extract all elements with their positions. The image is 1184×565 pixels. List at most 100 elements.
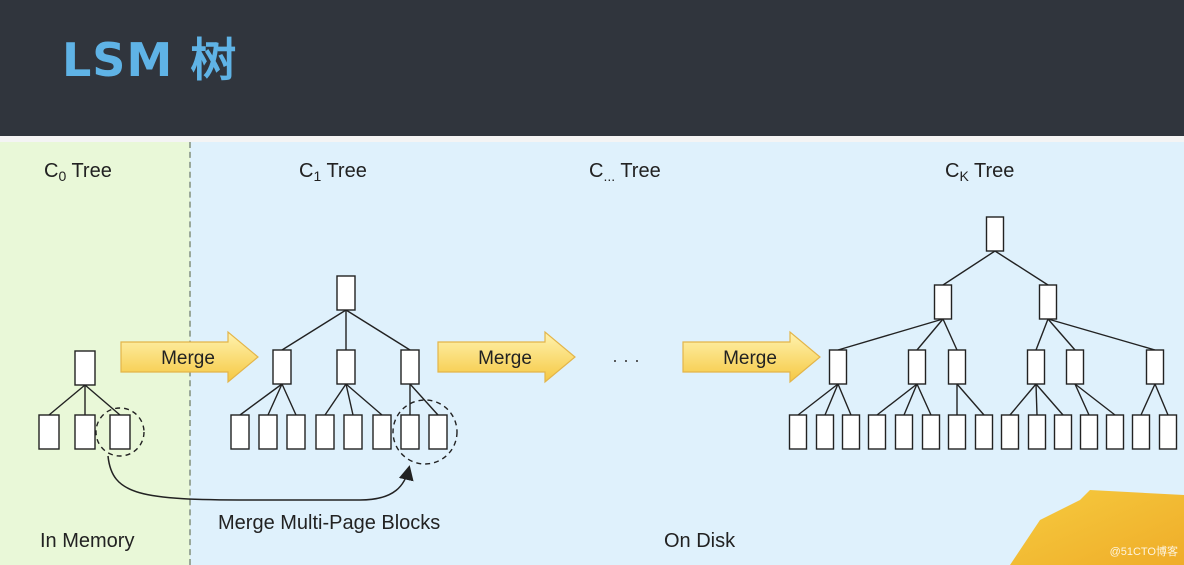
ck-edge	[1009, 383, 1037, 416]
ck-edge	[916, 383, 932, 416]
ck-internal-node	[933, 284, 953, 320]
ck-edge	[903, 383, 918, 416]
ck-tree-label: CK Tree	[945, 160, 1014, 184]
ck-edge	[942, 318, 958, 351]
on-disk-label: On Disk	[664, 530, 736, 552]
merge-blocks-label: Merge Multi-Page Blocks	[218, 512, 441, 534]
merge-arrow-3: Merge	[682, 330, 821, 384]
c0-label-main: C	[44, 160, 59, 182]
c1-edge	[345, 383, 354, 416]
c1-label-main: C	[299, 160, 314, 182]
ck-edge	[1140, 383, 1156, 416]
ck-edge	[956, 383, 985, 416]
c1-internal-node	[336, 349, 356, 385]
ck-root-node	[985, 216, 1005, 252]
ck-edge	[1047, 318, 1156, 351]
cdots-label-tail: Tree	[615, 160, 661, 182]
c1-leaf-node	[343, 414, 363, 450]
merge-arrow-3-label: Merge	[723, 348, 777, 369]
ck-edge	[1074, 383, 1090, 416]
c1-edge	[345, 309, 411, 351]
ck-leaf-node	[1079, 414, 1099, 450]
merge-arrow-2: Merge	[437, 330, 576, 384]
merge-arrow-1: Merge	[120, 330, 259, 384]
c1-leaf-node	[230, 414, 250, 450]
c1-edge	[281, 383, 297, 416]
ck-leaf-node	[947, 414, 967, 450]
ck-leaf-node	[974, 414, 994, 450]
ck-internal-node	[1065, 349, 1085, 385]
c0-tree	[38, 350, 131, 450]
c1-leaf-node	[286, 414, 306, 450]
corner-decoration	[1010, 490, 1184, 565]
ck-edge	[1035, 383, 1038, 416]
merge-arrow-1-label: Merge	[161, 348, 215, 369]
c0-leaf-node	[109, 414, 131, 450]
merge-arrow-2-label: Merge	[478, 348, 532, 369]
c1-internal-node	[272, 349, 292, 385]
merge-blocks-path	[107, 455, 414, 501]
c0-block-highlight	[95, 407, 145, 457]
ck-edge	[1154, 383, 1169, 416]
ck-leaf-node	[921, 414, 941, 450]
ck-leaf-node	[1131, 414, 1151, 450]
ck-leaf-node	[788, 414, 808, 450]
ck-internal-node	[1026, 349, 1046, 385]
ck-edge	[994, 250, 1049, 286]
c1-root-node	[336, 275, 356, 311]
c1-edge	[281, 309, 347, 351]
ck-internal-node	[1038, 284, 1058, 320]
ck-tree	[788, 216, 1178, 450]
ck-edge	[1035, 383, 1064, 416]
c1-leaf-node	[258, 414, 278, 450]
ck-leaf-node	[1105, 414, 1125, 450]
ck-edge	[837, 318, 944, 351]
ck-edge	[1047, 318, 1076, 351]
ck-edge	[876, 383, 918, 416]
c1-edge	[345, 383, 383, 416]
ck-edge	[916, 318, 944, 351]
cdots-tree-label: C... Tree	[589, 160, 661, 184]
c0-leaf-node	[38, 414, 60, 450]
ck-internal-node	[1145, 349, 1165, 385]
ck-edge	[942, 250, 996, 286]
ck-label-main: C	[945, 160, 960, 182]
ck-edge	[1035, 318, 1049, 351]
ck-leaf-node	[841, 414, 861, 450]
c0-label-sub: 0	[58, 168, 67, 184]
header-bar: LSM 树	[0, 0, 1184, 136]
c1-leaf-node	[400, 414, 420, 450]
c0-leaf-node	[74, 414, 96, 450]
c1-tree	[230, 275, 448, 450]
c1-label-tail: Tree	[321, 160, 367, 182]
cdots-label-sub: ...	[603, 168, 616, 184]
ck-leaf-node	[1000, 414, 1020, 450]
c1-edge	[267, 383, 283, 416]
ck-leaf-node	[894, 414, 914, 450]
ck-label-sub: K	[959, 168, 969, 184]
watermark: @51CTO博客	[1109, 546, 1178, 558]
ck-leaf-node	[867, 414, 887, 450]
c0-edge	[84, 384, 121, 416]
c1-internal-node	[400, 349, 420, 385]
c0-tree-label: C0 Tree	[44, 160, 112, 184]
ck-leaf-node	[1027, 414, 1047, 450]
c1-edge	[409, 383, 439, 416]
c1-edge	[239, 383, 283, 416]
cdots-label-main: C	[589, 160, 604, 182]
ck-edge	[824, 383, 839, 416]
ck-internal-node	[947, 349, 967, 385]
c0-label-tail: Tree	[66, 160, 112, 182]
ck-leaf-node	[815, 414, 835, 450]
c0-edge	[48, 384, 86, 416]
ck-leaf-node	[1158, 414, 1178, 450]
c1-leaf-node	[315, 414, 335, 450]
ck-label-tail: Tree	[968, 160, 1015, 182]
ck-internal-node	[828, 349, 848, 385]
page-title: LSM 树	[62, 33, 238, 87]
ck-edge	[1074, 383, 1116, 416]
ck-internal-node	[907, 349, 927, 385]
ellipsis: · · ·	[612, 350, 640, 370]
ck-edge	[797, 383, 839, 416]
c0-root-node	[74, 350, 96, 386]
